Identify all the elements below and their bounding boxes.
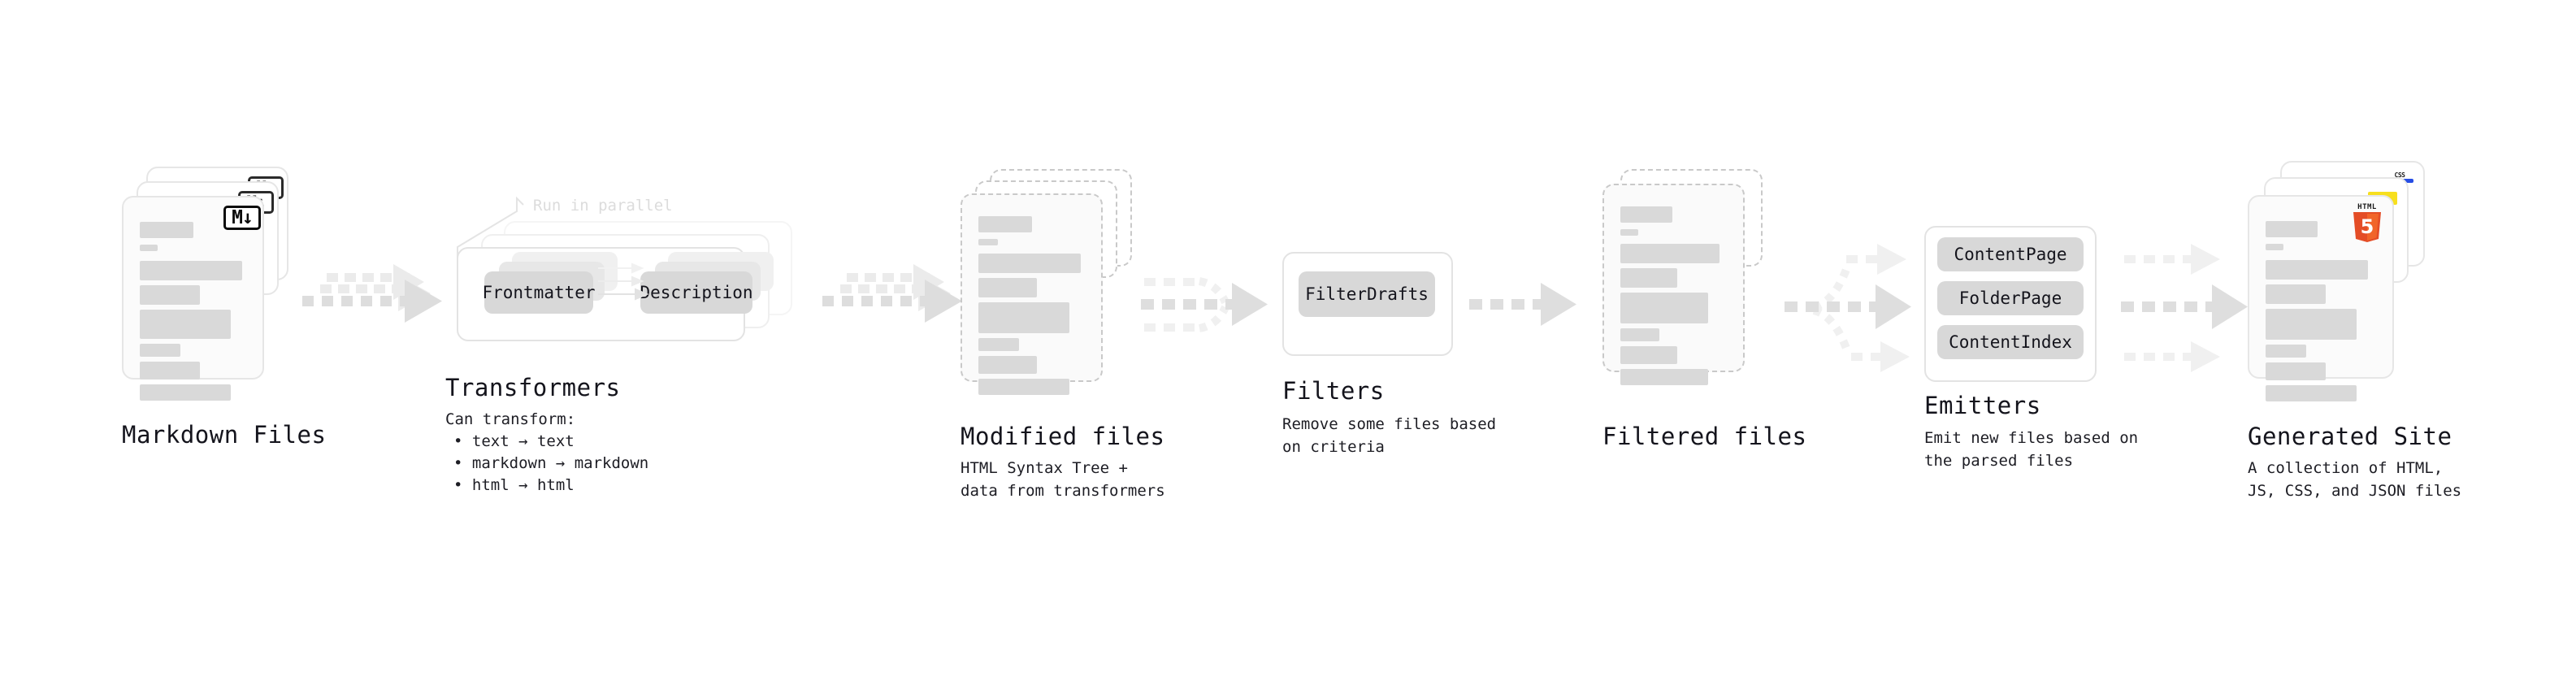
doc-bar [1620, 244, 1720, 263]
doc-bar [978, 216, 1032, 232]
emitter-chip-contentindex[interactable]: ContentIndex [1937, 325, 2084, 359]
stage-title-markdown-files: Markdown Files [122, 421, 327, 449]
transformer-chip-frontmatter[interactable]: Frontmatter [482, 271, 596, 314]
arrow-transformers-to-modified [822, 264, 962, 323]
emitter-chip-folderpage[interactable]: FolderPage [1937, 281, 2084, 315]
emitters-subtitle: Emit new files based on the parsed files [1924, 429, 2139, 470]
filter-chip-filterdrafts[interactable]: FilterDrafts [1299, 271, 1435, 317]
doc-bar [140, 261, 242, 280]
html5-badge-label: HTML [2357, 203, 2377, 211]
markdown-badge: M↓ [223, 206, 261, 230]
doc-bar [140, 310, 231, 339]
transformer-inner-arrows [598, 262, 649, 301]
transformers-bullet-2-text: html → html [471, 476, 575, 494]
doc-bar [1620, 346, 1677, 364]
doc-bar [140, 362, 200, 380]
transformers-group: Run in parallel Frontmatter Description [445, 193, 819, 397]
transformers-subtitle: Can transform: [445, 410, 576, 428]
transformers-bullet-1: • markdown → markdown [453, 454, 649, 472]
arrow-modified-to-filters [1141, 277, 1268, 332]
emitter-chip-contentpage[interactable]: ContentPage [1937, 237, 2084, 271]
doc-bar [1620, 369, 1708, 385]
transformer-chip-description[interactable]: Description [640, 271, 753, 314]
filters-subtitle: Remove some files based on criteria [1282, 415, 1497, 456]
stage-title-emitters: Emitters [1924, 392, 2041, 419]
transformers-bullet-2: • html → html [453, 476, 575, 494]
arrow-markdown-to-transformers [302, 264, 442, 323]
doc-bar [978, 239, 998, 245]
transformers-bullet-0-text: text → text [471, 432, 575, 450]
arrow-filters-to-filtered [1469, 283, 1576, 326]
doc-bar [140, 285, 200, 305]
doc-bar [1620, 268, 1677, 288]
run-in-parallel-label: Run in parallel [533, 197, 673, 215]
doc-bar [1620, 206, 1672, 223]
html5-badge-number: 5 [2361, 215, 2374, 238]
doc-bar [978, 278, 1037, 297]
doc-bar [140, 344, 180, 357]
doc-bar [2266, 345, 2306, 358]
doc-bar [140, 384, 231, 401]
transformers-bullet-1-text: markdown → markdown [471, 454, 649, 472]
arrow-emitters-to-site [2121, 244, 2248, 372]
doc-bar [978, 302, 1069, 333]
doc-bar [978, 338, 1019, 351]
doc-bar [978, 254, 1081, 273]
doc-bar [978, 356, 1037, 374]
doc-bar [2266, 362, 2326, 380]
stage-title-modified-files: Modified files [961, 423, 1165, 450]
html5-badge: HTML 5 [2353, 203, 2381, 242]
doc-bar [2266, 244, 2283, 250]
transformers-bullet-0: • text → text [453, 432, 575, 450]
stage-title-filtered-files: Filtered files [1602, 423, 1807, 450]
doc-bar [140, 222, 193, 238]
stage-title-generated-site: Generated Site [2248, 423, 2452, 450]
doc-bar [2266, 221, 2318, 237]
arrow-filtered-to-emitters [1785, 244, 1911, 372]
generated-site-subtitle: A collection of HTML, JS, CSS, and JSON … [2248, 459, 2462, 500]
modified-files-subtitle: HTML Syntax Tree + data from transformer… [961, 459, 1165, 500]
doc-bar [2266, 284, 2326, 304]
modified-card-front [961, 193, 1103, 395]
site-card-front [2248, 195, 2394, 401]
stage-title-filters: Filters [1282, 377, 1385, 405]
doc-bar [1620, 229, 1638, 236]
doc-bar [2266, 385, 2357, 401]
css-badge-label: CSS [2394, 171, 2405, 179]
doc-bar [2266, 260, 2368, 280]
doc-bar [2266, 309, 2357, 340]
filtered-card-front [1602, 184, 1745, 385]
doc-bar [1620, 293, 1708, 323]
doc-bar [1620, 328, 1659, 341]
doc-bar [140, 245, 158, 251]
stage-title-transformers: Transformers [445, 374, 621, 401]
doc-bar [978, 379, 1069, 395]
